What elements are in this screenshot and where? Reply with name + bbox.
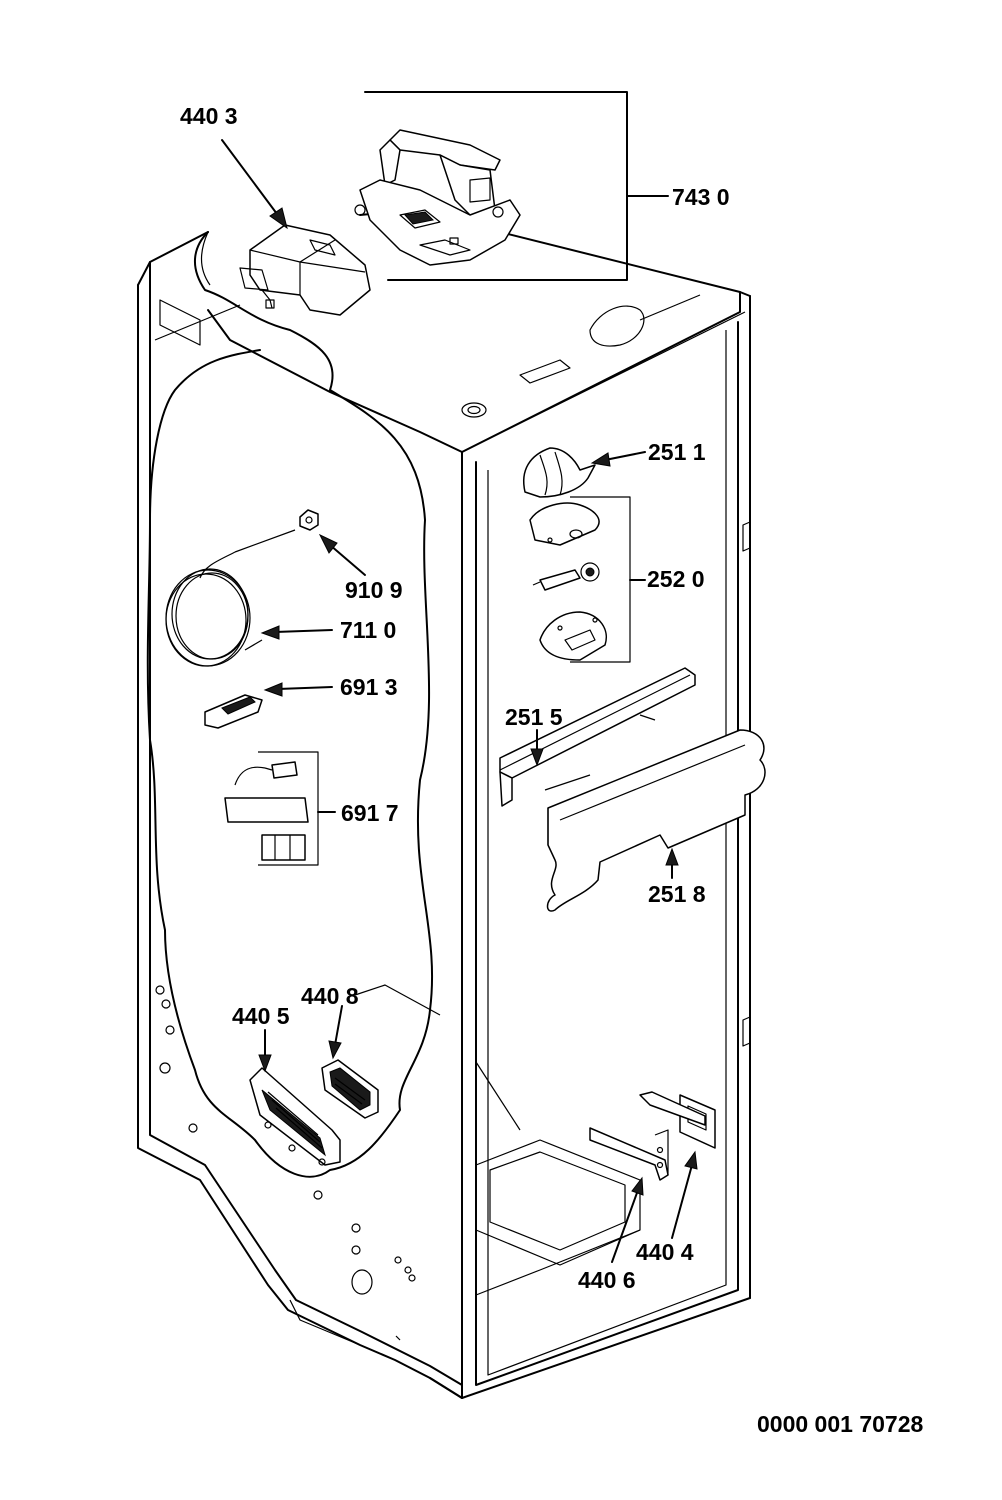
label-4404: 440 4 xyxy=(636,1239,694,1265)
part-2518-drawing xyxy=(544,714,766,912)
leader-lines xyxy=(221,91,698,1263)
callout-labels: 440 3 743 0 251 1 252 0 910 9 711 0 691 … xyxy=(180,103,923,1437)
part-4404-drawing xyxy=(639,1091,716,1149)
label-2511: 251 1 xyxy=(648,439,706,465)
label-2520: 252 0 xyxy=(647,566,705,592)
part-6917-drawing xyxy=(224,751,319,866)
label-4405: 440 5 xyxy=(232,1003,290,1029)
label-4408: 440 8 xyxy=(301,983,359,1009)
label-2518: 251 8 xyxy=(648,881,706,907)
refrigerator-cabinet xyxy=(137,209,751,1399)
label-4403: 440 3 xyxy=(180,103,238,129)
part-7110-drawing xyxy=(165,529,296,667)
part-4408-drawing xyxy=(321,1059,379,1119)
part-2515-drawing xyxy=(499,667,696,807)
label-4406: 440 6 xyxy=(578,1267,636,1293)
cutaway-outline xyxy=(146,231,434,1178)
part-2520-drawing xyxy=(529,502,607,661)
label-6913: 691 3 xyxy=(340,674,398,700)
part-6913-drawing xyxy=(204,694,263,729)
label-2515: 251 5 xyxy=(505,704,563,730)
part-4403-drawing xyxy=(239,224,371,316)
label-7430: 743 0 xyxy=(672,184,730,210)
label-9109: 910 9 xyxy=(345,577,403,603)
part-9109-drawing xyxy=(299,509,319,531)
part-2511-drawing xyxy=(523,447,596,498)
label-7110: 711 0 xyxy=(340,617,396,643)
bracket-4408 xyxy=(354,984,441,1016)
part-4406-drawing xyxy=(589,1127,669,1181)
part-7430-drawing xyxy=(354,129,521,266)
drawing-number: 0000 001 70728 xyxy=(757,1411,923,1437)
label-6917: 691 7 xyxy=(341,800,399,826)
part-4405-drawing xyxy=(249,1067,341,1166)
